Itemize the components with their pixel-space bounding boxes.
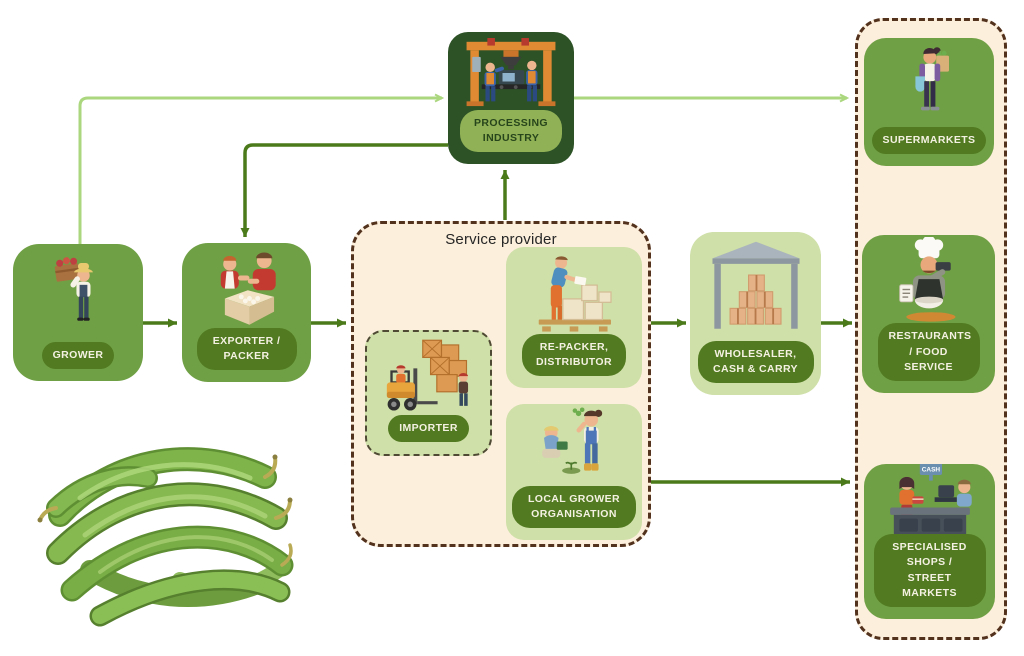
- node-local-grower-organisation: LOCAL GROWER ORGANISATION: [506, 404, 642, 540]
- node-re-packer-distributor: RE-PACKER, DISTRIBUTOR: [506, 247, 642, 388]
- grower-illustration: [13, 244, 143, 342]
- exporter-packer-label: EXPORTER / PACKER: [196, 327, 297, 370]
- restaurants-illustration: [862, 235, 995, 323]
- farmer-carrying-crate-icon: [54, 257, 93, 321]
- restaurants-food-service-label: RESTAURANTS / FOOD SERVICE: [877, 323, 980, 381]
- node-processing-industry: PROCESSING INDUSTRY: [448, 32, 574, 164]
- specialised-shops-illustration: CASH: [864, 464, 995, 535]
- specialised-shops-street-markets-label: SPECIALISED SHOPS / STREET MARKETS: [873, 534, 986, 607]
- exporter-packer-illustration: [182, 243, 311, 328]
- service-provider-title: Service provider: [445, 231, 557, 248]
- node-importer: IMPORTER: [365, 330, 492, 456]
- worker-pallet-boxes-icon: [538, 256, 612, 332]
- people-packing-box-icon: [220, 252, 276, 326]
- processing-industry-illustration: [448, 32, 574, 110]
- local-grower-illustration: [506, 404, 642, 486]
- node-specialised-shops-street-markets: CASH SPECIALI: [864, 464, 995, 619]
- cash-sign-text: CASH: [921, 466, 940, 473]
- node-grower: GROWER: [13, 244, 143, 381]
- re-packer-illustration: [506, 247, 642, 334]
- grower-label: GROWER: [41, 341, 115, 369]
- supermarkets-label: SUPERMARKETS: [871, 126, 987, 154]
- node-restaurants-food-service: RESTAURANTS / FOOD SERVICE: [862, 235, 995, 393]
- factory-machine-icon: [466, 37, 556, 106]
- green-beans-illustration: [37, 447, 294, 627]
- forklift-crates-icon: [386, 340, 468, 411]
- node-exporter-packer: EXPORTER / PACKER: [182, 243, 311, 382]
- cash-desk-scene-icon: CASH: [889, 464, 972, 535]
- node-wholesaler-cash-carry: WHOLESALER, CASH & CARRY: [690, 232, 821, 395]
- re-packer-distributor-label: RE-PACKER, DISTRIBUTOR: [522, 333, 626, 376]
- farmers-inspecting-plant-icon: [542, 407, 603, 474]
- chef-cooking-icon: [898, 237, 955, 322]
- local-grower-organisation-label: LOCAL GROWER ORGANISATION: [512, 485, 636, 528]
- shopper-with-bags-icon: [915, 47, 949, 111]
- importer-illustration: [367, 332, 490, 415]
- node-supermarkets: SUPERMARKETS: [864, 38, 994, 166]
- importer-label: IMPORTER: [388, 414, 469, 442]
- wholesaler-illustration: [690, 232, 821, 341]
- supermarkets-illustration: [864, 38, 994, 127]
- warehouse-boxes-icon: [711, 241, 800, 330]
- processing-industry-label: PROCESSING INDUSTRY: [460, 109, 562, 152]
- wholesaler-cash-carry-label: WHOLESALER, CASH & CARRY: [697, 340, 814, 383]
